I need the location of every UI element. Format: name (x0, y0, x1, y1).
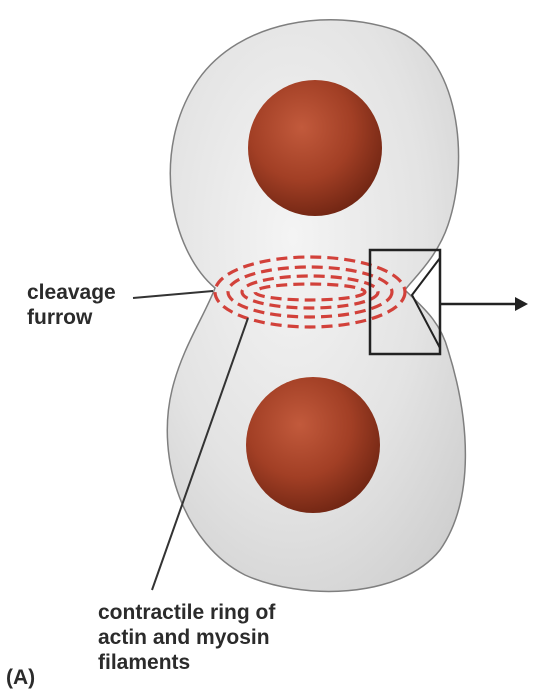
cleavage-furrow-label: cleavage furrow (27, 280, 116, 330)
panel-label: (A) (6, 665, 35, 690)
upper-nucleus (248, 80, 382, 216)
contractile-ring-label: contractile ring of actin and myosin fil… (98, 600, 275, 676)
contractile-ring-label-line1: contractile ring of (98, 600, 275, 625)
contractile-ring-label-line2: actin and myosin (98, 625, 275, 650)
right-arrow-icon (441, 297, 528, 311)
cleavage-furrow-label-line2: furrow (27, 305, 116, 330)
cleavage-furrow-leader (133, 291, 213, 298)
contractile-ring-label-line3: filaments (98, 650, 275, 675)
lower-nucleus (246, 377, 380, 513)
cleavage-furrow-label-line1: cleavage (27, 280, 116, 305)
